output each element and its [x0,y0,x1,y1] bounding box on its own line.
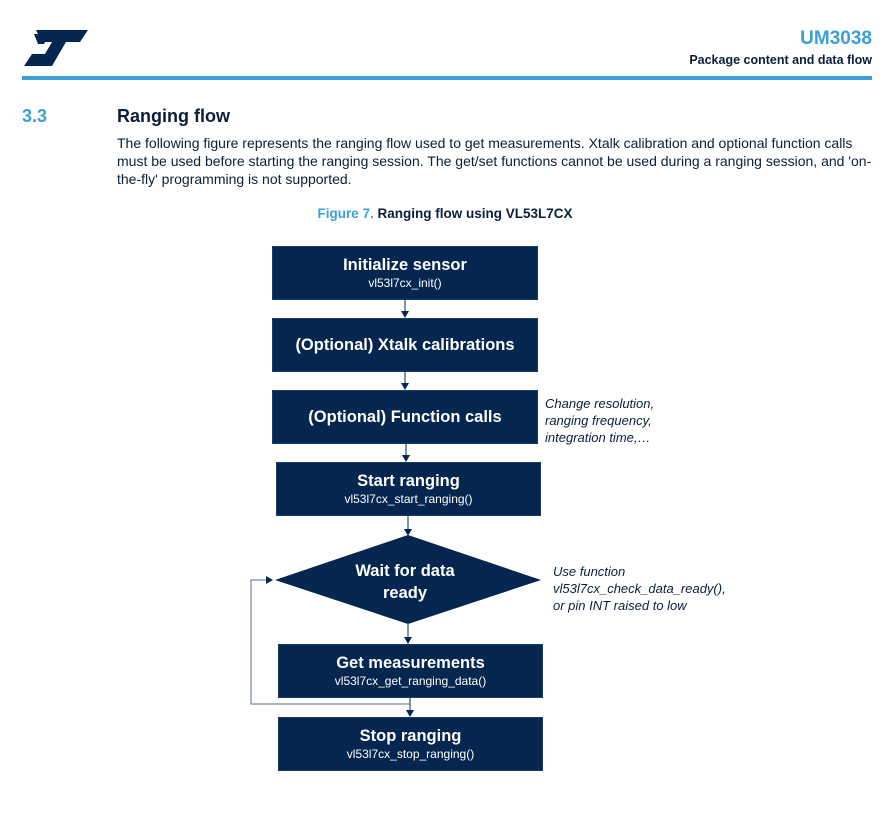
figure-number: Figure 7. [317,206,374,221]
step-function-calls: (Optional) Function calls [272,390,538,444]
note-line: vl53l7cx_check_data_ready(), [553,581,726,596]
step-get-measurements: Get measurements vl53l7cx_get_ranging_da… [278,644,543,698]
note-line: integration time,… [545,430,651,445]
note-wait-data-ready: Use function vl53l7cx_check_data_ready()… [553,563,726,614]
section-paragraph: The following figure represents the rang… [117,135,872,187]
step-title: (Optional) Function calls [308,408,502,426]
note-line: ranging frequency, [545,413,652,428]
wait-diamond [275,535,541,624]
step-wait-for-data: Wait for data ready [330,560,480,604]
step-function: vl53l7cx_stop_ranging() [346,747,475,761]
section-title: Ranging flow [117,106,230,126]
note-line: Use function [553,564,626,579]
diamond-line-1: Wait for data [355,562,455,580]
step-start-ranging: Start ranging vl53l7cx_start_ranging() [276,462,541,516]
step-title: Stop ranging [359,727,462,745]
note-line: or pin INT raised to low [553,598,687,613]
step-title: Initialize sensor [343,256,467,274]
loop-back-connector [250,576,410,705]
header-section-title: Package content and data flow [689,53,872,67]
figure-title: Ranging flow using VL53L7CX [377,206,573,221]
st-logo [24,30,88,66]
step-function: vl53l7cx_init() [368,276,442,290]
step-initialize-sensor: Initialize sensor vl53l7cx_init() [272,246,538,300]
step-xtalk-calibrations: (Optional) Xtalk calibrations [272,318,538,372]
header-rule [22,76,872,80]
document-id: UM3038 [800,28,872,49]
figure-caption: Figure 7. Ranging flow using VL53L7CX [0,206,890,221]
step-function: vl53l7cx_get_ranging_data() [334,674,487,688]
diamond-line-2: ready [382,584,428,602]
step-title: (Optional) Xtalk calibrations [295,336,515,354]
note-line: Change resolution, [545,396,655,411]
step-title: Start ranging [357,472,460,490]
step-stop-ranging: Stop ranging vl53l7cx_stop_ranging() [278,717,543,771]
step-title: Get measurements [336,654,485,672]
step-function: vl53l7cx_start_ranging() [344,492,473,506]
section-number: 3.3 [22,106,48,126]
note-function-calls: Change resolution, ranging frequency, in… [545,395,654,446]
